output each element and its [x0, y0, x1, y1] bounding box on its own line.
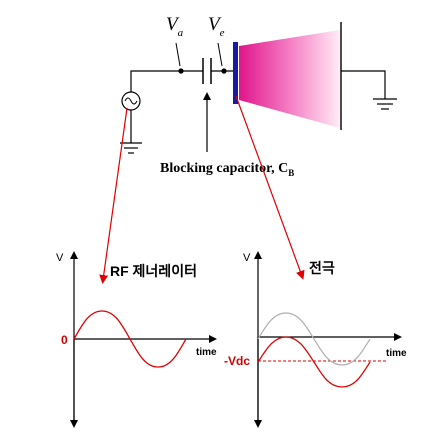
- wire-counter-ground: [341, 70, 386, 99]
- rf-generator-waveform: [73, 310, 187, 368]
- circuit: Va Ve Blocking capacitor, CB: [120, 14, 397, 178]
- ground-right-icon: [373, 98, 397, 110]
- plasma-region: [239, 30, 340, 128]
- right-graph-title: 전극: [309, 260, 335, 276]
- reference-waveform: [257, 312, 371, 366]
- left-graph: V RF 제너레이터 0 time: [56, 251, 217, 428]
- ground-left-icon: [120, 142, 142, 154]
- pointer-rf-generator-arrow: [99, 107, 128, 284]
- capacitor-caption: Blocking capacitor, CB: [160, 161, 294, 178]
- right-offset-label: -Vdc: [224, 354, 250, 368]
- right-graph: V 전극 -Vdc time: [224, 251, 407, 428]
- right-x-axis-label: time: [386, 348, 407, 359]
- left-x-axis-label: time: [196, 347, 217, 358]
- left-graph-title: RF 제너레이터: [110, 263, 197, 279]
- label-va-leader: [175, 42, 181, 67]
- label-va: Va: [166, 14, 184, 39]
- electrode: [233, 42, 238, 104]
- left-zero-label: 0: [61, 333, 68, 347]
- right-y-axis-label: V: [243, 252, 251, 264]
- pointer-electrode-arrow: [235, 95, 305, 280]
- label-ve-leader: [217, 42, 223, 67]
- left-y-axis-label: V: [56, 252, 64, 264]
- electrode-waveform: [257, 336, 371, 388]
- rf-source-sine-icon: [124, 97, 138, 105]
- wire-top-left: [130, 70, 203, 93]
- node-va: [178, 68, 184, 74]
- label-ve: Ve: [208, 14, 225, 39]
- node-ve: [221, 68, 227, 74]
